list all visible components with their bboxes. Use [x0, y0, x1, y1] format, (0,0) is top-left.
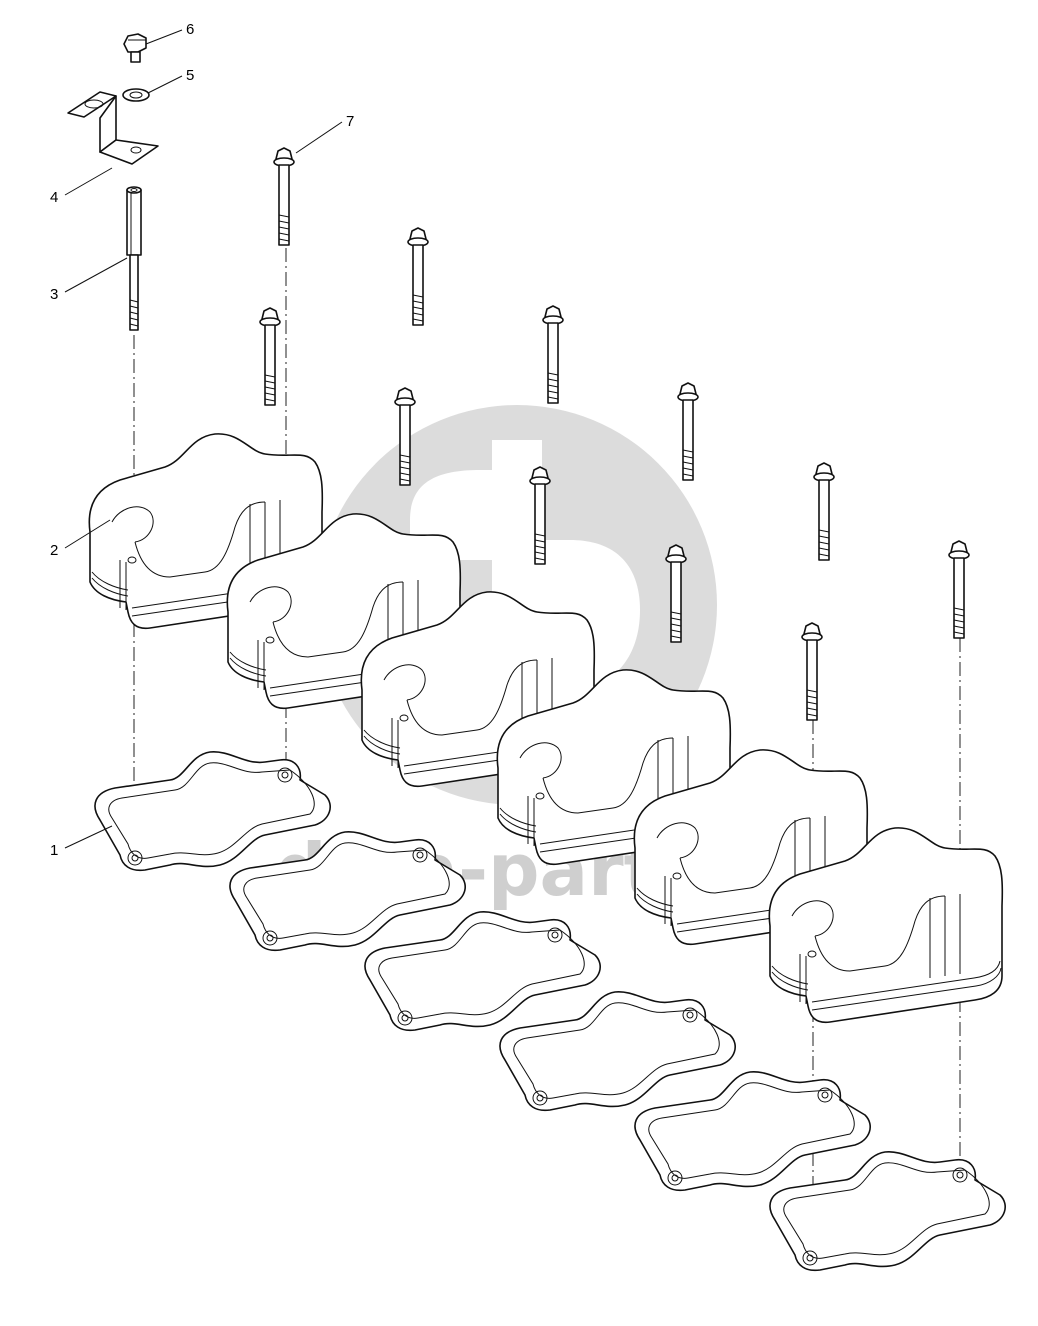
- bracket: [67, 91, 159, 165]
- callout-7: 7: [346, 113, 354, 130]
- stud-bolt: [126, 186, 142, 331]
- gasket: [229, 831, 467, 952]
- gasket: [364, 911, 602, 1032]
- bolt: [273, 147, 295, 246]
- bolt: [801, 622, 823, 721]
- hex-screw: [123, 33, 147, 63]
- callout-6: 6: [186, 21, 194, 38]
- callout-1: 1: [50, 842, 58, 859]
- bolt: [813, 462, 835, 561]
- callout-3: 3: [50, 286, 58, 303]
- gasket: [499, 991, 737, 1112]
- callout-labels: 1 2 3 4 5 6 7: [50, 21, 354, 859]
- bolt: [407, 227, 429, 326]
- bolt: [259, 307, 281, 406]
- gasket: [634, 1071, 872, 1192]
- bolt: [948, 540, 970, 639]
- gasket: [769, 1151, 1007, 1272]
- bolt: [542, 305, 564, 404]
- bolt: [677, 382, 699, 481]
- callout-4: 4: [50, 189, 58, 206]
- washer: [122, 88, 150, 102]
- callout-5: 5: [186, 67, 194, 84]
- callout-2: 2: [50, 542, 58, 559]
- leader-lines: [64, 29, 343, 849]
